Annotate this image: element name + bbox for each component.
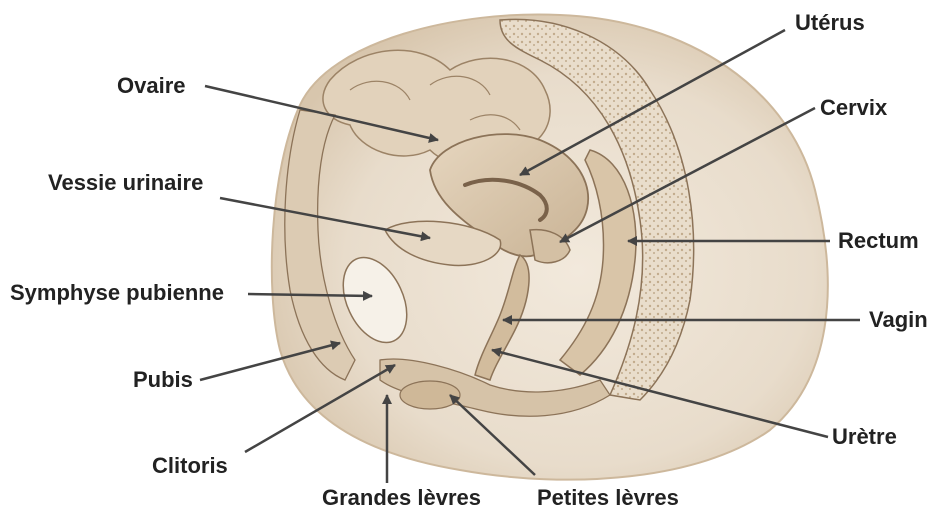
label-ovaire: Ovaire xyxy=(117,75,186,97)
label-symphyse-pubienne: Symphyse pubienne xyxy=(10,282,224,304)
label-grandes-levres: Grandes lèvres xyxy=(322,487,481,509)
label-vessie-urinaire: Vessie urinaire xyxy=(48,172,203,194)
label-vagin: Vagin xyxy=(869,309,928,331)
label-uterus: Utérus xyxy=(795,12,865,34)
label-rectum: Rectum xyxy=(838,230,919,252)
label-pubis: Pubis xyxy=(133,369,193,391)
label-cervix: Cervix xyxy=(820,97,887,119)
label-clitoris: Clitoris xyxy=(152,455,228,477)
label-uretre: Urètre xyxy=(832,426,897,448)
label-petites-levres: Petites lèvres xyxy=(537,487,679,509)
